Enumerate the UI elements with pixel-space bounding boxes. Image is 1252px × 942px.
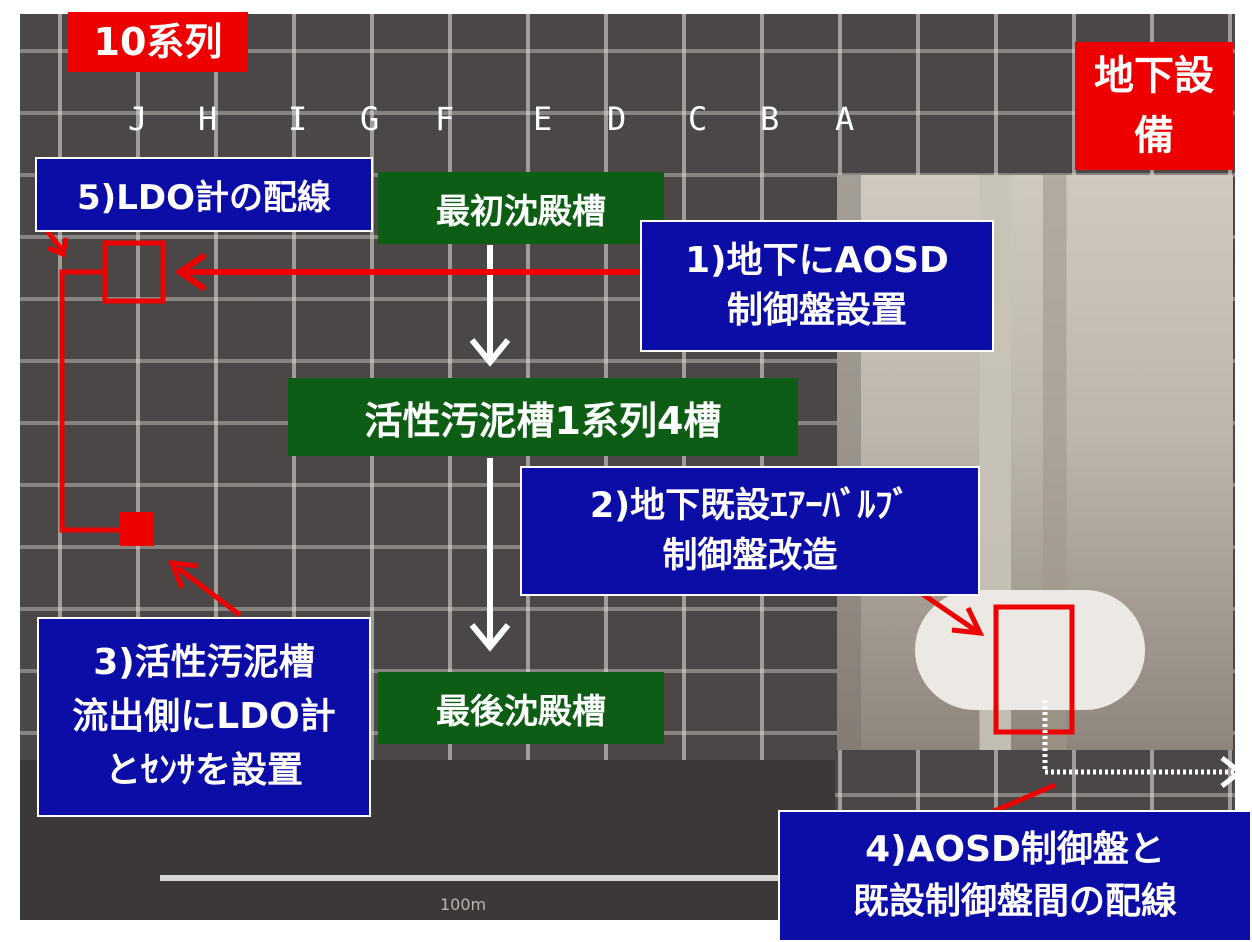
flow-arrow-2-head: [469, 623, 511, 652]
ldo-wiring-path: [59, 269, 120, 533]
column-letter-c: C: [688, 100, 708, 138]
callout2-line1: 2)地下既設ｴｱｰﾊﾞﾙﾌﾞ: [589, 486, 911, 526]
column-letter-g: G: [360, 100, 380, 138]
underground-pipe: [915, 590, 1145, 710]
title-strip: [0, 0, 1252, 14]
callout3-arrow: [176, 566, 242, 617]
column-letter-d: D: [607, 100, 627, 138]
existing-panel-marker: [993, 604, 1075, 735]
ldo-sensor-marker: [120, 512, 154, 546]
callout4-line1: 4)AOSD制御盤と: [865, 829, 1165, 870]
callout-panel-wiring: 4)AOSD制御盤と 既設制御盤間の配線: [778, 810, 1252, 942]
callout3-line3: とｾﾝｻを設置: [104, 750, 303, 791]
tank-first-sedimentation: 最初沈殿槽: [378, 172, 664, 244]
tank-last-sedimentation: 最後沈殿槽: [378, 672, 664, 744]
column-letter-a: A: [835, 100, 855, 138]
callout-ldo-sensor: 3)活性汚泥槽 流出側にLDO計 とｾﾝｻを設置: [37, 617, 371, 817]
callout-existing-panel: 2)地下既設ｴｱｰﾊﾞﾙﾌﾞ 制御盤改造: [520, 466, 980, 596]
callout3-line1: 3)活性汚泥槽: [93, 642, 315, 683]
column-letter-e: E: [533, 100, 553, 138]
column-letter-f: F: [435, 100, 455, 138]
cable-dotted-path: [1042, 700, 1238, 775]
callout2-line2: 制御盤改造: [662, 536, 838, 576]
callout-ldo-wiring: 5)LDO計の配線: [35, 157, 373, 232]
callout1-line1: 1)地下にAOSD: [685, 240, 949, 281]
callout1-line2: 制御盤設置: [726, 290, 907, 331]
callout4-line2: 既設制御盤間の配線: [852, 881, 1177, 922]
callout3-line2: 流出側にLDO計: [72, 696, 336, 737]
callout-aosd-panel: 1)地下にAOSD 制御盤設置: [640, 220, 994, 352]
underground-label: 地下設備: [1075, 42, 1233, 170]
system-label: 10系列: [68, 12, 248, 72]
column-letter-b: B: [760, 100, 780, 138]
column-letter-h: H: [198, 100, 218, 138]
column-letter-i: I: [288, 100, 308, 138]
tank-activated-sludge: 活性汚泥槽1系列4槽: [288, 378, 798, 456]
photo-scale-text: 100m: [440, 895, 487, 914]
callout5-text: 5)LDO計の配線: [77, 178, 331, 218]
aosd-panel-marker: [102, 240, 166, 304]
flow-arrow-1-head: [469, 338, 511, 367]
photo-rail: [160, 875, 790, 881]
column-letter-j: J: [128, 100, 148, 138]
